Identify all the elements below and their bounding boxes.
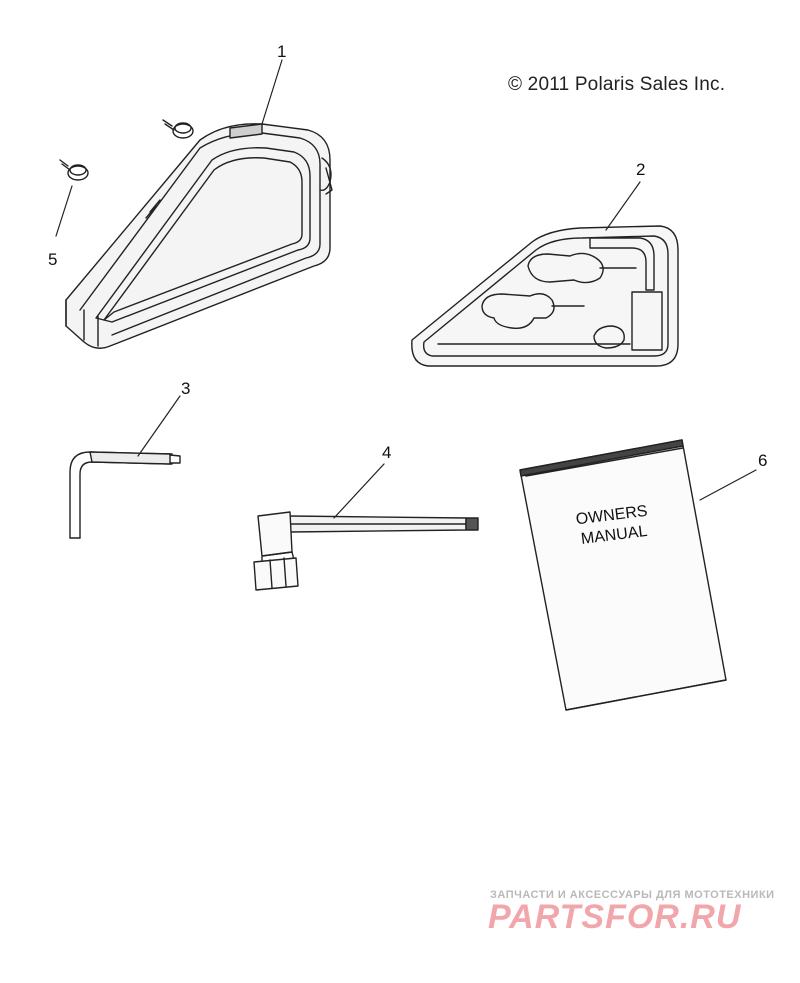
owners-manual-part-6 [519,439,727,711]
callout-2: 2 [636,160,646,179]
callout-3: 3 [181,379,191,398]
callout-6: 6 [758,451,768,470]
hex-key-part-3 [69,451,181,539]
callout-1: 1 [277,42,287,61]
watermark-tagline: ЗАПЧАСТИ И АКСЕССУАРЫ ДЛЯ МОТОТЕХНИКИ [490,889,775,901]
plug-wrench-part-4 [253,511,479,591]
watermark-logo: PARTSFOR.RU [488,898,742,936]
tool-kit-part-2 [411,225,679,367]
rivet-part-5 [59,119,194,181]
callout-4: 4 [382,443,392,462]
tool-bag-part-1 [65,123,333,349]
callout-5: 5 [48,250,58,269]
leader-lines [55,59,757,519]
copyright-text: © 2011 Polaris Sales Inc. [508,74,726,95]
